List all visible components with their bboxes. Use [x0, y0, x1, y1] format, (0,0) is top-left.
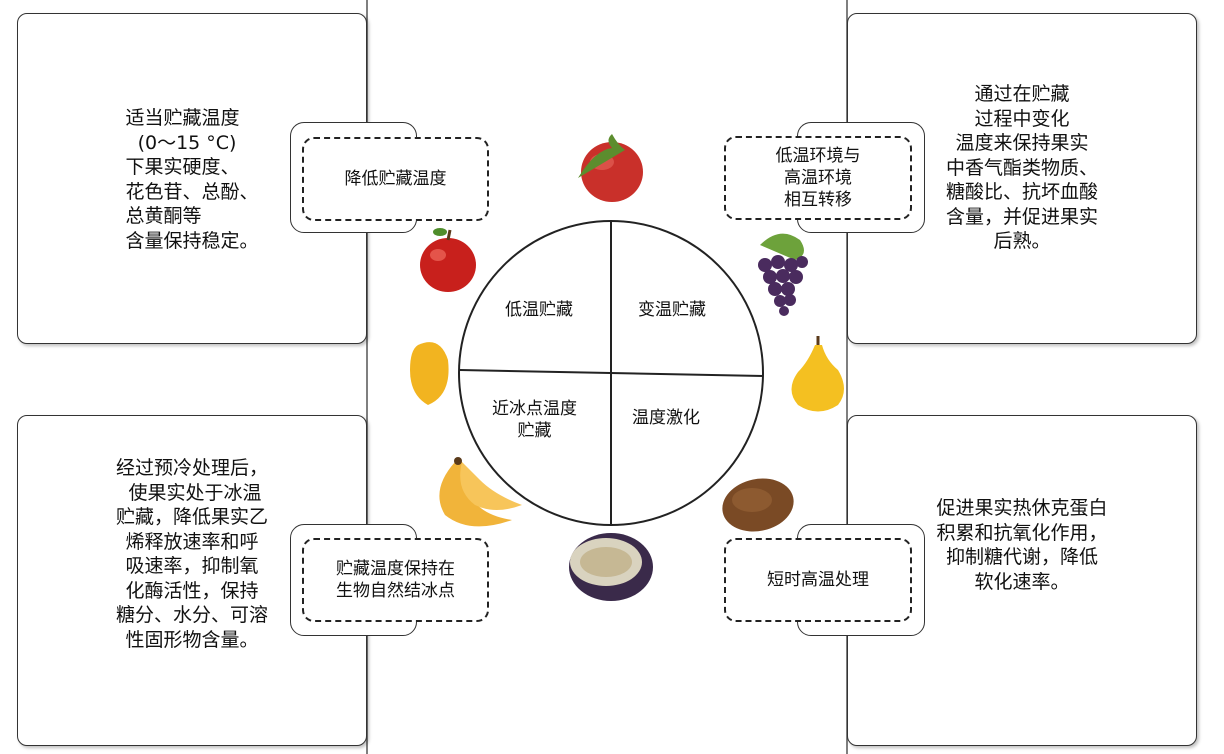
apple-icon [420, 228, 476, 292]
quadrant-heat-shock: 温度激化 [632, 408, 700, 428]
kiwi-icon [722, 478, 794, 532]
description-heat-shock: 促进果实热休克蛋白 积累和抗氧化作用， 抑制糖代谢，降低 软化速率。 [936, 497, 1108, 593]
tomato-icon [578, 134, 643, 202]
passion-fruit-icon [569, 533, 653, 601]
quadrant-divider-horizontal [459, 369, 764, 377]
quadrant-low-temp-storage: 低温贮藏 [505, 300, 573, 320]
tag-variable-temp: 低温环境与 高温环境 相互转移 [724, 136, 912, 220]
tag-near-freezing: 贮藏温度保持在 生物自然结冰点 [302, 538, 489, 622]
pear-icon [791, 336, 844, 412]
quadrant-near-freezing-storage: 近冰点温度 贮藏 [492, 399, 577, 441]
info-box-variable-temp: 通过在贮藏 过程中变化 温度来保持果实 中香气酯类物质、 糖酸比、抗坏血酸 含量… [847, 13, 1197, 344]
banana-icon [439, 457, 522, 527]
description-variable-temp: 通过在贮藏 过程中变化 温度来保持果实 中香气酯类物质、 糖酸比、抗坏血酸 含量… [945, 83, 1098, 252]
tag-heat-shock: 短时高温处理 [724, 538, 912, 622]
description-low-temp: 适当贮藏温度 (0～15 °C) 下果实硬度、 花色苷、总酚、 总黄酮等 含量保… [125, 107, 259, 252]
quadrant-variable-temp-storage: 变温贮藏 [638, 300, 706, 320]
mango-icon [410, 342, 449, 405]
tag-low-temp: 降低贮藏温度 [302, 137, 489, 221]
grapes-icon [758, 233, 808, 316]
description-near-freezing: 经过预冷处理后， 使果实处于冰温 贮藏，降低果实乙 烯释放速率和呼 吸速率，抑制… [115, 457, 268, 651]
